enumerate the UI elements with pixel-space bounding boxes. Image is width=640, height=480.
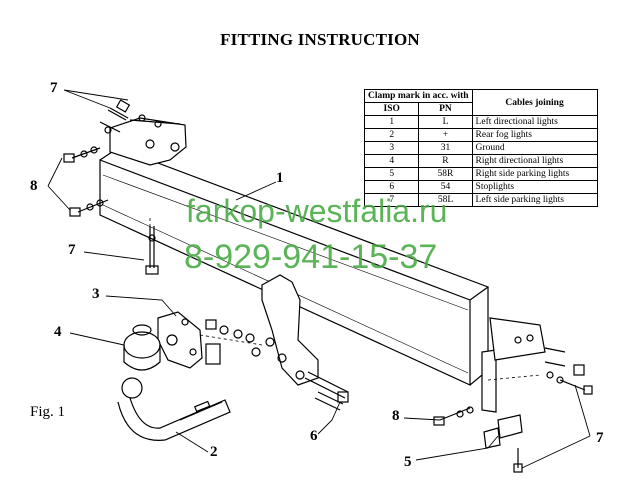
ball-plate bbox=[157, 311, 203, 369]
socket-cover bbox=[123, 324, 161, 371]
figure-label: Fig. 1 bbox=[30, 404, 66, 420]
callout-4-socket-cover: 4 bbox=[54, 324, 62, 340]
cell-iso: 5 bbox=[363, 167, 420, 181]
cell-pn: L bbox=[418, 115, 473, 129]
callout-leaders bbox=[47, 89, 591, 469]
center-mount-plate bbox=[261, 274, 319, 386]
cell-desc: Stoplights bbox=[471, 180, 598, 194]
right-bracket bbox=[481, 317, 546, 413]
cell-iso: 4 bbox=[363, 154, 420, 168]
callout-6-side-bolts: 6 bbox=[310, 428, 318, 444]
header-cables-joining: Cables joining bbox=[471, 89, 598, 116]
cell-desc: Right side parking lights bbox=[471, 167, 598, 181]
callout-7-top-left: 7 bbox=[50, 80, 58, 96]
tow-ball-arm bbox=[117, 377, 231, 441]
cell-pn: R bbox=[418, 154, 473, 168]
cell-pn: + bbox=[418, 128, 473, 142]
callout-8-left: 8 bbox=[30, 178, 38, 194]
left-bracket bbox=[109, 117, 187, 166]
cell-desc: Ground bbox=[471, 141, 598, 155]
bolt-set-side bbox=[304, 371, 349, 411]
callout-2-ball-arm: 2 bbox=[210, 444, 218, 460]
cell-pn: 58R bbox=[418, 167, 473, 181]
table-row: 2 + Rear fog lights bbox=[363, 128, 598, 142]
bolt-set-right bbox=[433, 406, 474, 426]
callout-5-bracket: 5 bbox=[404, 454, 412, 470]
cell-pn: 58L bbox=[418, 193, 473, 207]
bolt-center bbox=[145, 226, 159, 275]
watermark-phone: 8-929-941-15-37 bbox=[184, 238, 438, 276]
table-row: 6 54 Stoplights bbox=[363, 180, 598, 194]
cell-desc: Right directional lights bbox=[471, 154, 598, 168]
nut-set-center bbox=[205, 319, 261, 365]
alignment-lines bbox=[149, 218, 541, 381]
callout-3-ball-plate: 3 bbox=[92, 286, 100, 302]
cables-joining-table: Clamp mark in acc. with Cables joining I… bbox=[363, 89, 598, 207]
watermark-website: farkop-westfalia.ru bbox=[186, 193, 448, 229]
callout-7-right: 7 bbox=[596, 430, 604, 446]
cell-iso: 3 bbox=[363, 141, 420, 155]
bolt-set-top-left bbox=[99, 99, 162, 134]
header-pn: PN bbox=[418, 102, 473, 116]
header-clamp-mark: Clamp mark in acc. with bbox=[364, 89, 473, 103]
table-row: 4 R Right directional lights bbox=[363, 154, 598, 168]
callout-8-right: 8 bbox=[392, 408, 400, 424]
cell-iso: 1 bbox=[363, 115, 420, 129]
table-row: 5 58R Right side parking lights bbox=[363, 167, 598, 181]
cell-iso: 7 bbox=[363, 193, 420, 207]
table-row: 1 L Left directional lights bbox=[363, 115, 598, 129]
cell-iso: 6 bbox=[363, 180, 420, 194]
cell-pn: 54 bbox=[418, 180, 473, 194]
diagram-title: FITTING INSTRUCTION bbox=[220, 30, 420, 49]
callout-7-center: 7 bbox=[68, 242, 76, 258]
cell-desc: Rear fog lights bbox=[471, 128, 598, 142]
header-iso: ISO bbox=[363, 102, 420, 116]
cell-pn: 31 bbox=[418, 141, 473, 155]
cell-iso: 2 bbox=[363, 128, 420, 142]
callout-1-beam: 1 bbox=[276, 170, 284, 186]
cell-desc: Left side parking lights bbox=[471, 193, 598, 207]
cell-desc: Left directional lights bbox=[471, 115, 598, 129]
bolt-set-left bbox=[63, 146, 109, 217]
table-row: 7 58L Left side parking lights bbox=[363, 193, 598, 207]
bracket-part-5 bbox=[483, 414, 523, 449]
table-row: 3 31 Ground bbox=[363, 141, 598, 155]
